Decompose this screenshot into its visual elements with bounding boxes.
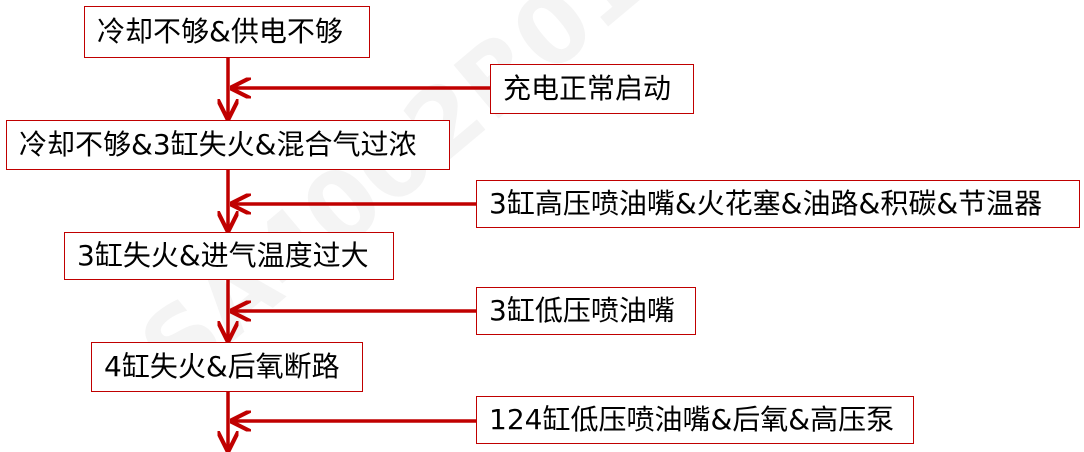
cause-box-2: 3缸高压喷油嘴&火花塞&油路&积碳&节温器 (476, 180, 1080, 228)
chain-box-3-label: 3缸失火&进气温度过大 (77, 239, 369, 272)
chain-box-1: 冷却不够&供电不够 (84, 6, 370, 58)
cause-box-1: 充电正常启动 (490, 64, 694, 114)
cause-box-2-label: 3缸高压喷油嘴&火花塞&油路&积碳&节温器 (489, 187, 1043, 220)
chain-box-1-label: 冷却不够&供电不够 (97, 15, 343, 48)
cause-box-4-label: 124缸低压喷油嘴&后氧&高压泵 (489, 403, 895, 436)
chain-box-4: 4缸失火&后氧断路 (91, 342, 363, 392)
chain-box-4-label: 4缸失火&后氧断路 (104, 350, 340, 383)
chain-box-3: 3缸失火&进气温度过大 (64, 232, 394, 280)
chain-box-2-label: 冷却不够&3缸失火&混合气过浓 (19, 128, 417, 161)
cause-box-3-label: 3缸低压喷油嘴 (489, 294, 675, 327)
cause-box-1-label: 充电正常启动 (503, 72, 672, 105)
chain-box-2: 冷却不够&3缸失火&混合气过浓 (6, 120, 450, 170)
cause-box-4: 124缸低压喷油嘴&后氧&高压泵 (476, 396, 914, 444)
cause-box-3: 3缸低压喷油嘴 (476, 287, 696, 335)
